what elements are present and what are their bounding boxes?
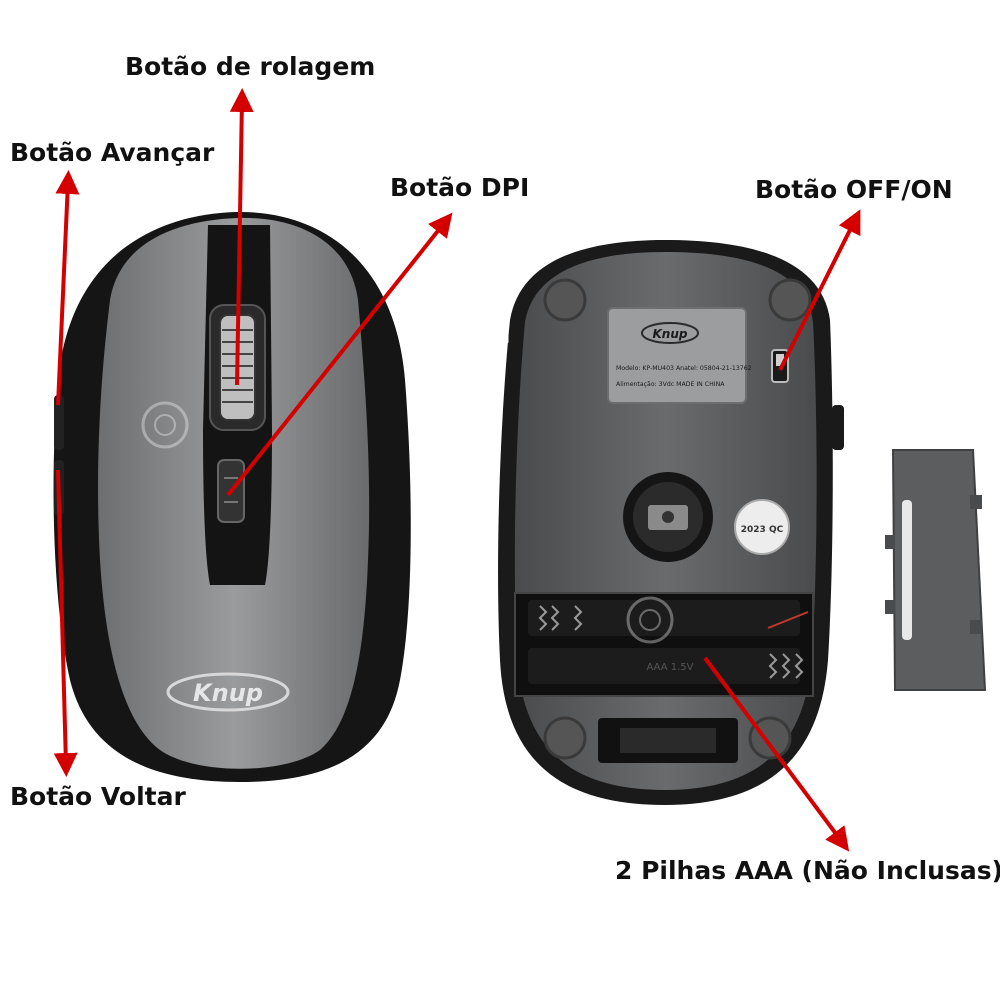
rubber-foot [768,278,812,322]
label-scroll-button: Botão de rolagem [125,52,376,81]
mouse-bottom-view: Knup Modelo: KP-MU403 Anatel: 05804-21-1… [498,240,844,805]
battery-slot-1 [528,600,800,636]
battery-cover-tab [885,600,895,614]
battery-cover-tab [970,495,982,509]
battery-cover-tab [885,535,895,549]
label-dpi-button: Botão DPI [390,173,530,202]
qc-seal-text: 2023 QC [741,525,784,535]
callout-arrows [53,88,861,852]
battery-cover-slot [902,500,912,640]
arrow-power [778,209,861,371]
side-nub [832,405,844,450]
arrow-forward [55,170,80,406]
label-back-button: Botão Voltar [10,782,186,811]
power-switch-slider [776,354,784,366]
watermark-emblem-bottom [626,596,674,644]
label-forward-button: Botão Avançar [10,138,215,167]
qc-seal [734,499,790,555]
battery-cover-tab [970,620,982,634]
rubber-foot [543,278,587,322]
model-label-plate [607,307,747,404]
rubber-foot [543,716,587,760]
knup-logo-top [166,672,290,712]
optical-lens-center [662,511,674,523]
arrow-scroll [229,88,254,386]
knup-logo-bottom [641,322,699,344]
label-batteries: 2 Pilhas AAA (Não Inclusas) [615,856,1000,885]
plate-line-2: Alimentação: 3Vdc MADE IN CHINA [616,381,725,388]
label-power-switch: Botão OFF/ON [755,175,953,204]
mouse-top-view: Knup [53,211,411,782]
receiver-slot-inner [620,728,716,753]
arrow-back [53,469,78,777]
knup-logo-top-text: Knup [193,679,263,707]
watermark-emblem-top [141,401,189,449]
rubber-foot [748,716,792,760]
knup-logo-bottom-text: Knup [653,327,688,341]
battery-wire [767,611,809,629]
forward-side-button[interactable] [54,395,64,450]
battery-slot-2 [528,648,800,684]
arrow-batteries [703,656,850,852]
arrow-dpi [226,212,453,497]
battery-cover [885,449,987,691]
plate-line-1: Modelo: KP-MU403 Anatel: 05804-21-13762 [616,365,752,372]
battery-springs [538,605,804,679]
battery-marking: AAA 1.5V [646,662,693,673]
